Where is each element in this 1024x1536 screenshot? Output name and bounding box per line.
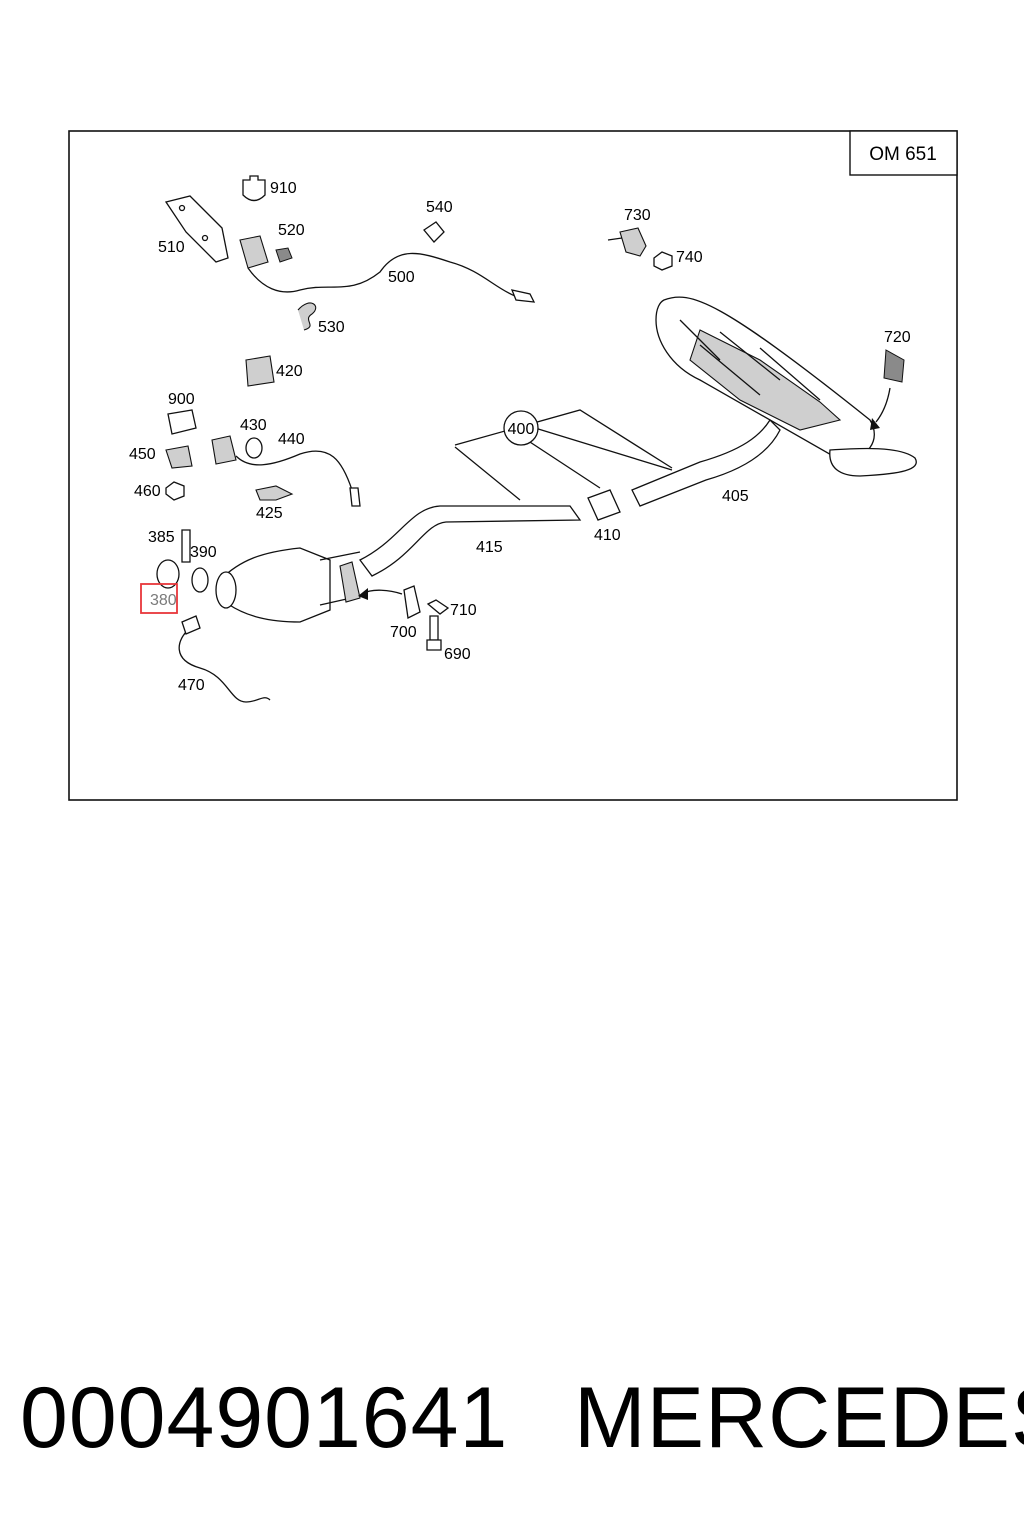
rear-muffler: [655, 296, 917, 477]
callout-470: 470: [178, 677, 205, 694]
callout-460: 460: [134, 483, 161, 500]
bracket-420: [245, 355, 275, 387]
callout-390: 390: [190, 544, 217, 561]
svg-text:460: 460: [134, 483, 161, 500]
sensor-470: [178, 615, 271, 703]
diagram-frame: [68, 130, 958, 801]
exhaust-system-diagram: OM 651: [68, 130, 958, 801]
pipe-405: [631, 418, 781, 507]
svg-text:430: 430: [240, 417, 267, 434]
svg-text:470: 470: [178, 677, 205, 694]
highlight-box: [140, 583, 178, 614]
callout-730: 730: [624, 207, 651, 224]
clamp-700: [339, 561, 421, 619]
bracket-510: [164, 195, 229, 263]
svg-text:740: 740: [676, 249, 703, 266]
callout-430: 430: [240, 417, 267, 434]
callout-450: 450: [129, 446, 156, 463]
svg-text:540: 540: [426, 199, 453, 216]
callout-410: 410: [594, 527, 621, 544]
callout-405: 405: [722, 488, 749, 505]
callout-530: 530: [318, 319, 345, 336]
callout-900: 900: [168, 391, 195, 408]
sensor-910: [242, 175, 266, 202]
sleeve-410: [587, 489, 621, 521]
callout-700: 700: [390, 624, 417, 641]
callout-740: 740: [676, 249, 703, 266]
bracket-450: [165, 445, 193, 469]
brand-name: MERCEDES: [574, 1370, 1024, 1466]
svg-text:450: 450: [129, 446, 156, 463]
callout-710: 710: [450, 602, 477, 619]
svg-text:420: 420: [276, 363, 303, 380]
svg-text:415: 415: [476, 539, 503, 556]
callout-385: 385: [148, 529, 175, 546]
callout-380: 380: [140, 583, 178, 614]
svg-text:380: 380: [150, 592, 177, 609]
callout-510: 510: [158, 239, 185, 256]
svg-text:510: 510: [158, 239, 185, 256]
svg-text:500: 500: [388, 269, 415, 286]
svg-text:710: 710: [450, 602, 477, 619]
svg-text:425: 425: [256, 505, 283, 522]
svg-text:530: 530: [318, 319, 345, 336]
harness-500: [247, 252, 536, 303]
sensor-440: [211, 435, 361, 507]
callout-415: 415: [476, 539, 503, 556]
ring-390: [191, 567, 209, 593]
callout-540: 540: [426, 199, 453, 216]
callout-910: 910: [270, 180, 297, 197]
callout-420: 420: [276, 363, 303, 380]
svg-text:405: 405: [722, 488, 749, 505]
callout-425: 425: [256, 505, 283, 522]
pipe-415: [359, 505, 582, 577]
svg-text:410: 410: [594, 527, 621, 544]
catalytic-converter: [215, 547, 361, 623]
callout-500: 500: [388, 269, 415, 286]
bolt-690: [426, 615, 442, 651]
clip-540: [423, 221, 445, 243]
module-520: [239, 235, 293, 269]
gasket-380: [156, 559, 180, 589]
cover-900: [167, 409, 197, 435]
part-number: 0004901641: [20, 1370, 509, 1466]
clip-530: [297, 302, 317, 331]
svg-text:720: 720: [884, 329, 911, 346]
hanger-730: [607, 227, 647, 257]
svg-text:900: 900: [168, 391, 195, 408]
callout-720: 720: [884, 329, 911, 346]
engine-label-box: OM 651: [849, 130, 958, 176]
hanger-720: [870, 349, 905, 430]
engine-label: OM 651: [869, 144, 937, 165]
nut-460: [165, 481, 185, 501]
svg-text:390: 390: [190, 544, 217, 561]
callout-690: 690: [444, 646, 471, 663]
svg-text:690: 690: [444, 646, 471, 663]
svg-text:440: 440: [278, 431, 305, 448]
svg-text:520: 520: [278, 222, 305, 239]
callout-400: 400: [503, 410, 539, 446]
grommet-430: [245, 437, 263, 459]
callout-440: 440: [278, 431, 305, 448]
svg-text:910: 910: [270, 180, 297, 197]
svg-text:700: 700: [390, 624, 417, 641]
clip-425: [255, 485, 294, 501]
callout-520: 520: [278, 222, 305, 239]
svg-text:730: 730: [624, 207, 651, 224]
svg-text:385: 385: [148, 529, 175, 546]
svg-text:400: 400: [508, 421, 535, 438]
bracket-710: [426, 599, 450, 615]
nut-740: [653, 251, 673, 271]
bolt-385: [181, 529, 191, 563]
